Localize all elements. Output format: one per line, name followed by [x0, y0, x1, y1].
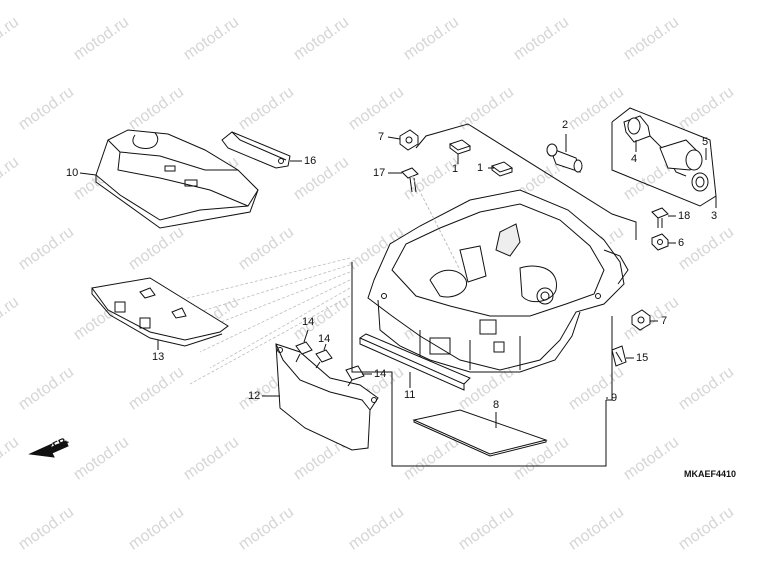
diagram-code: MKAEF4410: [684, 469, 737, 479]
callout-2: 2: [562, 119, 569, 131]
part-10-cover: [95, 129, 259, 229]
part-7-nuts: [399, 129, 651, 331]
callout-12: 12: [248, 390, 261, 402]
part-8-mat: [412, 409, 548, 457]
part-12-cover: [275, 343, 379, 451]
callout-17: 17: [373, 167, 386, 179]
part-15-clip: [611, 345, 627, 367]
part-13-panel: [91, 277, 229, 347]
part-17-bolt: [401, 167, 461, 271]
callout-8: 8: [493, 399, 500, 411]
part-2-cap: [546, 143, 583, 173]
callout-14c: 14: [374, 368, 387, 380]
part-5-socket-housing: [659, 139, 709, 192]
callout-14a: 14: [302, 316, 315, 328]
callout-10: 10: [66, 167, 79, 179]
part-9-luggage-box: [367, 189, 629, 373]
leader-14a: [303, 329, 309, 343]
callout-11: 11: [404, 389, 416, 401]
callout-18: 18: [678, 210, 691, 222]
callout-14b: 14: [318, 333, 331, 345]
group-box-9: [351, 123, 637, 467]
part-18-bolt: [651, 207, 669, 228]
leader-10: [79, 172, 97, 176]
part-6-nut: [651, 233, 669, 251]
callout-7a: 7: [378, 131, 385, 143]
callout-9: 9: [611, 392, 618, 404]
callout-1b: 1: [477, 162, 484, 174]
callout-7b: 7: [661, 315, 668, 327]
callout-5: 5: [702, 136, 709, 148]
callout-1a: 1: [452, 163, 459, 175]
callout-3: 3: [711, 210, 718, 222]
callout-16: 16: [304, 155, 317, 167]
part-16-bracket: [221, 131, 291, 169]
part-11-strip: [358, 333, 471, 391]
part-14-clips: [295, 341, 365, 387]
callout-15: 15: [636, 352, 649, 364]
leader-14b: [323, 343, 327, 351]
part-1-clips: [448, 139, 514, 177]
callout-6: 6: [678, 237, 685, 249]
leader-7a: [387, 136, 401, 140]
callout-4: 4: [631, 153, 638, 165]
callout-13: 13: [152, 351, 165, 363]
front-arrow-icon: [28, 440, 69, 458]
